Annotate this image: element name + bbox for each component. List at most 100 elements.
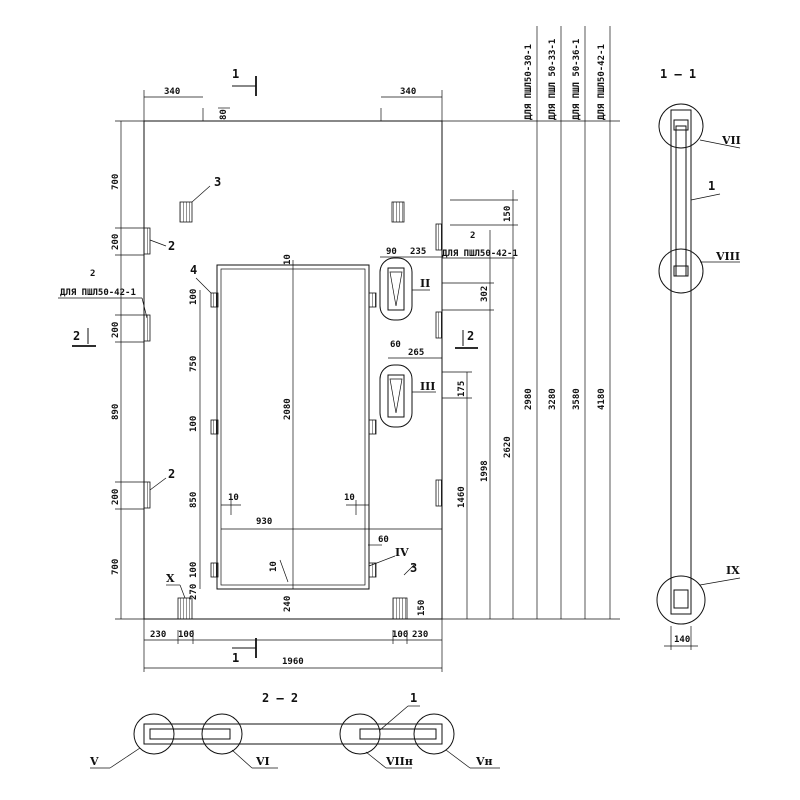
right-note-for: ДЛЯ ПШЛ50-42-1 [442,249,518,259]
embed-plate-left-2 [143,314,151,342]
dim-60-a: 60 [390,340,401,350]
callout-X-label: X [166,572,175,585]
section-2-2-frame-left [149,728,231,740]
pshl-columns: ДЛЯ ПШЛ50-30-1 ДЛЯ ПШЛ 50-33-1 ДЛЯ ПШЛ 5… [442,26,620,620]
callout-IX-label: IX [726,564,740,577]
embed-plate-left-3 [143,481,151,509]
anchor-left-3 [210,562,219,578]
lift-loop-bottom-right [392,597,408,620]
section-2-2-title: 2 — 2 [262,691,298,705]
section-1-1-mid-bar [673,265,689,277]
anchor-right-3 [368,562,377,578]
right-dimensions: 150 2 ДЛЯ ПШЛ50-42-1 90 235 302 60 265 1… [368,190,518,619]
callout-VII-label: VII [721,134,741,147]
panel-outline [143,120,443,620]
lift-loop-bottom-left [177,597,193,620]
anchor-right-2 [368,419,377,435]
section-2-2: 2 — 2 V VI VIIн Vн 1 [89,691,500,769]
section-1-1-top-bar [673,119,689,131]
callout-VIII-circle [658,248,704,294]
dim-door-100-c: 100 [189,562,199,578]
dim-door-850: 850 [189,492,199,508]
dim-150-bottom: 150 [417,600,427,616]
dim-door-270: 270 [189,584,199,600]
section-1-1-bottom-bar [673,589,689,609]
dim-3580: 3580 [572,388,582,410]
dim-90: 90 [386,247,397,257]
dim-left-200-c: 200 [111,489,121,505]
section-1-1-body [670,109,692,615]
left-note-for: ДЛЯ ПШЛ50-42-1 [60,288,136,298]
bottom-dimensions: 230 100 100 230 1960 1 [143,619,443,672]
label-pshl-42: ДЛЯ ПШЛ50-42-1 [597,44,607,120]
callout-III: III [379,364,436,428]
dim-bottom-1960: 1960 [282,657,304,667]
embed-plate-top-right [391,201,405,223]
mark-2-b: 2 [168,467,175,481]
dim-top-right-340: 340 [400,87,416,97]
mark-3-bottom: 3 [410,561,417,575]
section-2-2-frame-right [359,728,437,740]
dim-60-b: 60 [378,535,389,545]
callout-V-label: V [89,755,99,768]
callout-VIII-label: VIII [715,250,740,263]
mark-2-a: 2 [168,239,175,253]
left-dimensions: 700 200 200 890 200 700 2 ДЛЯ ПШЛ50-42-1… [58,120,221,620]
anchor-right-1 [368,292,377,308]
section-2-2-mark-1: 1 [410,691,417,705]
section-1-1-mark-1: 1 [708,179,715,193]
door-dimensions: 100 750 100 850 100 270 2080 10 10 10 93… [166,254,355,612]
cut-2-right-label: 2 [467,329,474,343]
dim-175: 175 [457,381,467,397]
mark-4: 4 [190,263,197,277]
cut-2-left-label: 2 [73,329,80,343]
dim-door-240: 240 [283,596,293,612]
label-pshl-36: ДЛЯ ПШЛ 50-36-1 [572,39,582,120]
section-1-1-title: 1 — 1 [660,67,696,81]
dim-door-10-top: 10 [283,254,293,265]
section-1-1-dim-140: 140 [674,635,690,645]
dim-left-200-b: 200 [111,322,121,338]
embed-plate-top-left [179,201,193,223]
anchor-left-1 [210,292,219,308]
callout-VI-label: VI [255,755,270,768]
dim-265: 265 [408,348,424,358]
dim-2980: 2980 [524,388,534,410]
dim-bottom-230-right: 230 [412,630,428,640]
callout-IV-label: IV [395,546,409,559]
callout-IX-circle [656,575,706,625]
callout-III-label: III [420,380,435,393]
mark-3-top: 3 [214,175,221,189]
callout-V-circle [133,713,175,755]
anchor-left-2 [210,419,219,435]
dim-1998: 1998 [480,460,490,482]
section-1-1: 1 — 1 VII 1 VIII IX 140 [656,67,741,650]
dim-left-700-bottom: 700 [111,559,121,575]
dim-door-2080: 2080 [283,398,293,420]
dim-door-10-right: 10 [344,493,355,503]
callout-Vn-label: Vн [475,755,493,768]
dim-top-80: 80 [219,109,229,120]
label-pshl-33: ДЛЯ ПШЛ 50-33-1 [548,39,558,120]
dim-4180: 4180 [597,388,607,410]
dim-150-top: 150 [503,206,513,222]
embed-plate-right-3 [435,479,443,507]
label-pshl-30: ДЛЯ ПШЛ50-30-1 [524,44,534,120]
callout-II-label: II [420,277,430,290]
dim-door-100-a: 100 [189,289,199,305]
dim-bottom-100-right: 100 [392,630,408,640]
dim-door-10-left: 10 [228,493,239,503]
embed-plate-right-2 [435,311,443,339]
dim-door-930: 930 [256,517,272,527]
dim-top-left-340: 340 [164,87,180,97]
dim-door-10-bottom: 10 [269,561,279,572]
cut-1-top-label: 1 [232,67,239,81]
embed-plate-left-1 [143,227,151,255]
section-2-2-body [143,723,443,745]
right-note-2: 2 [470,231,475,241]
top-dimensions: 340 340 80 1 [143,67,443,121]
dim-bottom-100-left: 100 [178,630,194,640]
callout-II: II [379,257,430,321]
callout-VIIn-circle [339,713,381,755]
